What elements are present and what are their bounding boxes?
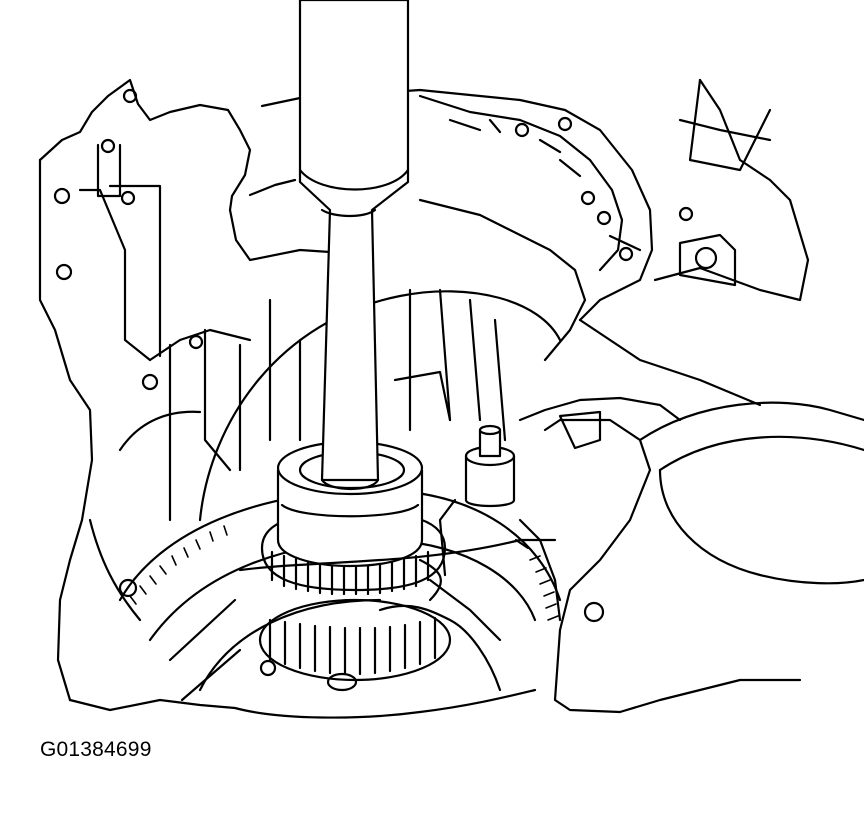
gear-cage — [258, 598, 452, 692]
housing-contours — [88, 118, 772, 622]
transmission-case — [38, 78, 810, 712]
press-rod — [298, 0, 410, 490]
side-cover — [518, 396, 864, 714]
stud — [464, 424, 516, 508]
snap-ring — [238, 498, 562, 692]
drive-plate — [118, 488, 562, 719]
figure-caption: G01384699 — [40, 738, 152, 761]
bolt-holes — [53, 88, 718, 677]
